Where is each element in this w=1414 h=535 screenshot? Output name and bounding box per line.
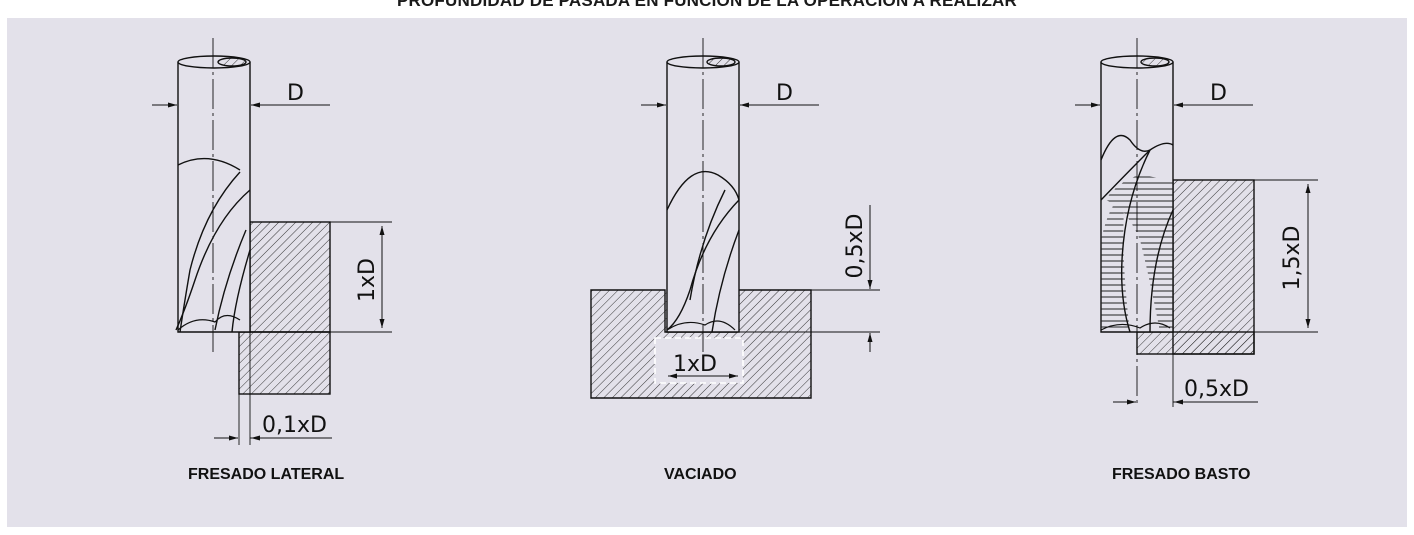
page-title: PROFUNDIDAD DE PASADA EN FUNCIÓN DE LA O… — [396, 0, 1018, 10]
depth-label-3: 1,5xD — [1280, 226, 1305, 291]
width-label-3: 0,5xD — [1184, 377, 1249, 402]
end-mill-tool — [177, 62, 251, 333]
width-label-2: 1xD — [673, 352, 717, 377]
figure-fresado-basto — [1075, 38, 1318, 407]
depth-label-2: 0,5xD — [843, 214, 868, 279]
workpiece-lower — [238, 331, 331, 395]
depth-label-1: 1xD — [355, 258, 380, 302]
diameter-label-1: D — [287, 81, 304, 106]
caption-vaciado: VACIADO — [664, 466, 737, 483]
diameter-label-3: D — [1210, 81, 1227, 106]
diameter-label-2: D — [776, 81, 793, 106]
caption-fresado-basto: FRESADO BASTO — [1112, 466, 1251, 483]
caption-fresado-lateral: FRESADO LATERAL — [188, 466, 345, 483]
figure-vaciado — [590, 38, 880, 399]
width-label-1: 0,1xD — [262, 413, 327, 438]
figure-fresado-lateral — [152, 38, 392, 445]
workpiece-upper — [1172, 179, 1255, 355]
workpiece-upper — [249, 221, 331, 333]
workpiece-lower — [1136, 331, 1255, 355]
